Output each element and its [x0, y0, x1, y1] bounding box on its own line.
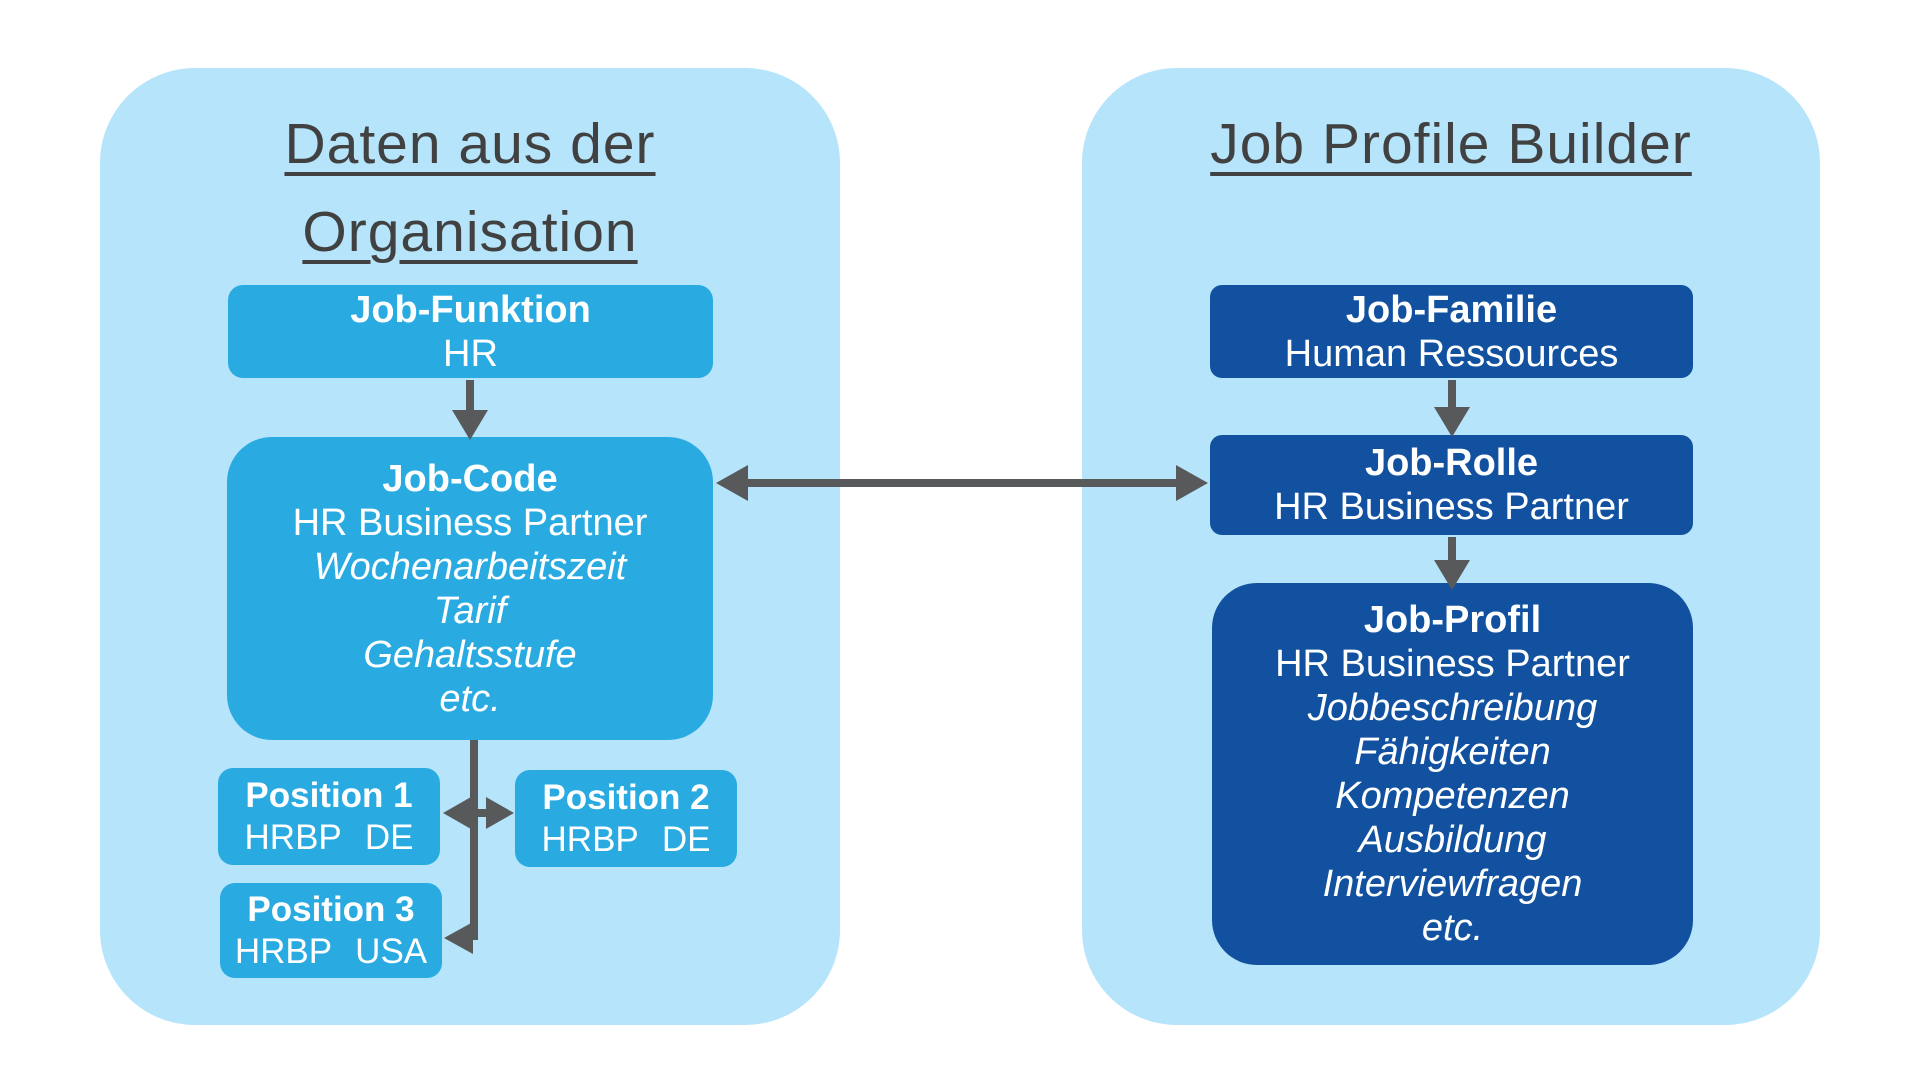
- node-position-3-subtitle: HRBP USA: [234, 931, 428, 971]
- left-panel-title: Daten aus der Organisation: [100, 100, 840, 276]
- node-job-rolle-title: Job-Rolle: [1364, 442, 1539, 484]
- node-job-code-detail: etc.: [439, 677, 501, 720]
- node-job-profil: Job-Profil HR Business Partner Jobbeschr…: [1212, 583, 1693, 965]
- node-job-profil-detail: Kompetenzen: [1335, 775, 1570, 817]
- node-position-3-title: Position 3: [247, 889, 415, 929]
- left-panel-title-line2: Organisation: [302, 200, 638, 264]
- left-panel-title-line1: Daten aus der: [284, 112, 656, 176]
- node-job-funktion-subtitle: HR: [443, 332, 498, 375]
- node-job-code-detail: Gehaltsstufe: [363, 633, 577, 676]
- node-position-1: Position 1 HRBP DE: [218, 768, 440, 865]
- node-job-familie: Job-Familie Human Ressources: [1210, 285, 1693, 378]
- node-job-rolle-subtitle: HR Business Partner: [1274, 486, 1629, 528]
- node-job-code-title: Job-Code: [382, 457, 558, 500]
- right-panel-title: Job Profile Builder: [1082, 100, 1820, 188]
- panel-job-profile-builder: Job Profile Builder: [1082, 68, 1820, 1025]
- node-job-code-detail: Wochenarbeitszeit: [313, 545, 627, 588]
- node-job-code-detail: Tarif: [433, 589, 507, 632]
- node-job-code: Job-Code HR Business Partner Wochenarbei…: [227, 437, 713, 740]
- node-job-profil-detail: etc.: [1421, 907, 1484, 949]
- node-position-3: Position 3 HRBP USA: [220, 883, 442, 978]
- node-job-funktion: Job-Funktion HR: [228, 285, 713, 378]
- node-job-familie-title: Job-Familie: [1345, 288, 1558, 331]
- node-job-profil-title: Job-Profil: [1363, 599, 1542, 641]
- node-position-2-subtitle: HRBP DE: [541, 819, 711, 859]
- node-job-code-subtitle: HR Business Partner: [292, 501, 648, 544]
- node-job-funktion-title: Job-Funktion: [350, 288, 591, 331]
- node-job-rolle: Job-Rolle HR Business Partner: [1210, 435, 1693, 535]
- node-position-1-subtitle: HRBP DE: [244, 817, 414, 857]
- right-panel-title-line: Job Profile Builder: [1210, 112, 1692, 176]
- node-job-profil-detail: Interviewfragen: [1322, 863, 1583, 905]
- node-job-profil-subtitle: HR Business Partner: [1275, 643, 1630, 685]
- node-job-profil-detail: Ausbildung: [1358, 819, 1547, 861]
- node-job-familie-subtitle: Human Ressources: [1284, 332, 1619, 375]
- node-position-1-title: Position 1: [245, 775, 413, 815]
- node-position-2: Position 2 HRBP DE: [515, 770, 737, 867]
- node-position-2-title: Position 2: [542, 777, 710, 817]
- node-job-profil-detail: Jobbeschreibung: [1307, 687, 1598, 729]
- node-job-profil-detail: Fähigkeiten: [1354, 731, 1551, 773]
